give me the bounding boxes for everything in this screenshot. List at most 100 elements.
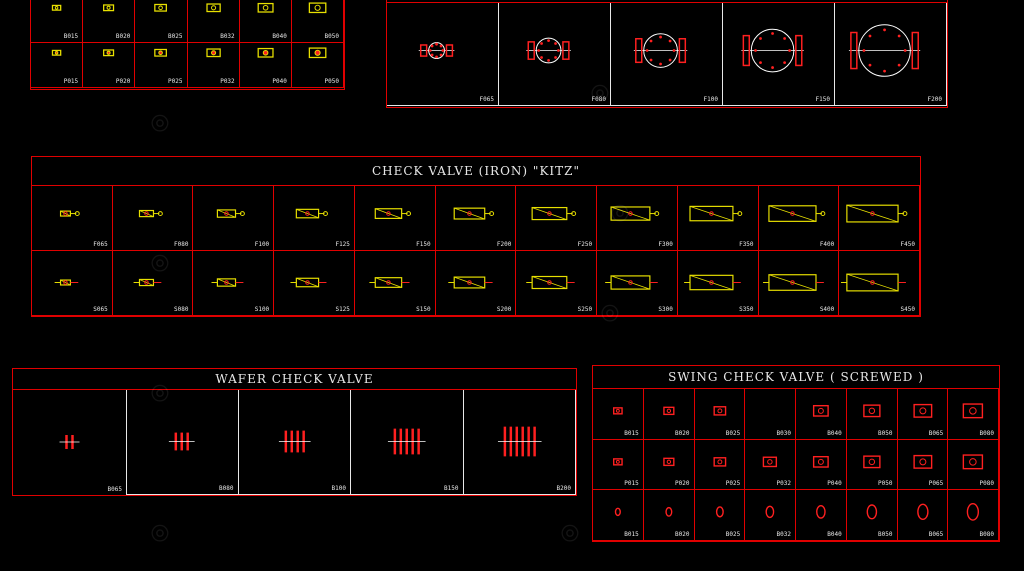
valve-size-label: B040 <box>827 531 842 538</box>
valve-size-label: B040 <box>827 429 842 437</box>
valve-symbol <box>138 209 163 218</box>
valve-symbol <box>605 275 658 290</box>
valve-size-label: S065 <box>93 306 108 313</box>
valve-size-label: B015 <box>63 33 79 40</box>
valve-cell: B050 <box>846 490 898 541</box>
valve-size-label: F200 <box>927 96 942 103</box>
valve-size-label: P032 <box>776 480 791 488</box>
valve-symbol <box>526 275 576 290</box>
valve-size-label: F400 <box>819 241 835 248</box>
valve-size-label: P050 <box>878 480 893 488</box>
valve-cell: B030 <box>745 389 796 440</box>
valve-cell: B050 <box>291 0 344 43</box>
valve-size-label: F065 <box>93 241 108 248</box>
valve-symbol <box>912 454 932 469</box>
valve-symbol <box>257 47 274 58</box>
valve-symbol <box>862 404 881 418</box>
valve-symbol <box>665 507 673 518</box>
valve-size-label: F080 <box>174 241 189 248</box>
valve-symbol <box>290 277 327 288</box>
valve-cell: P020 <box>83 43 136 88</box>
valve-size-label: B020 <box>675 429 690 437</box>
valve-cell: S065 <box>32 251 113 316</box>
valve-cell: B040 <box>796 490 847 541</box>
valve-symbol <box>613 407 623 415</box>
valve-symbol <box>133 278 162 287</box>
valve-size-label: B050 <box>878 429 893 437</box>
valve-symbol <box>308 47 327 59</box>
valve-size-label: P025 <box>168 78 183 85</box>
valve-symbol <box>662 406 675 416</box>
valve-cell: B100 <box>238 390 351 495</box>
valve-symbol <box>610 206 660 221</box>
valve-size-label: P080 <box>979 480 994 488</box>
valve-cell: B032 <box>745 490 796 541</box>
valve-cell: F150 <box>354 186 436 251</box>
valve-cell: P040 <box>239 43 292 88</box>
valve-symbol <box>278 430 311 453</box>
valve-cell: P050 <box>846 439 898 491</box>
valve-cell: B065 <box>897 490 949 541</box>
valve-cell: P080 <box>948 439 999 491</box>
valve-cell: S450 <box>839 251 920 316</box>
valve-size-label: P032 <box>220 78 235 85</box>
valve-cell: P025 <box>694 439 746 491</box>
valve-cell: F200 <box>835 3 947 106</box>
valve-symbol <box>712 406 726 416</box>
valve-cell: B015 <box>593 490 644 541</box>
valve-symbol <box>257 2 274 13</box>
valve-symbol <box>497 426 542 457</box>
valve-size-label: B015 <box>624 429 639 437</box>
valve-cell: F400 <box>758 186 840 251</box>
valve-size-label: F350 <box>739 241 754 248</box>
valve-symbol <box>205 3 221 13</box>
valve-cell: P032 <box>745 439 796 491</box>
valve-size-label: S400 <box>819 306 835 313</box>
valve-cell: B040 <box>796 389 847 440</box>
valve-symbol <box>841 273 907 292</box>
valve-cell: F100 <box>193 186 275 251</box>
valve-symbol <box>862 455 881 468</box>
valve-cell: B032 <box>187 0 240 43</box>
valve-size-label: F300 <box>658 241 673 248</box>
valve-size-label: P020 <box>675 480 690 488</box>
valve-size-label: B025 <box>725 429 741 437</box>
valve-symbol <box>59 210 80 217</box>
valve-symbol <box>453 207 494 220</box>
valve-symbol <box>205 48 221 58</box>
valve-size-label: P015 <box>63 78 79 85</box>
valve-size-label: S100 <box>254 306 270 313</box>
valve-size-label: S300 <box>658 306 673 313</box>
valve-cell: S125 <box>274 251 355 316</box>
valve-cell: F150 <box>723 3 835 106</box>
valve-size-label: B025 <box>725 531 741 538</box>
valve-symbol <box>816 505 826 520</box>
valve-size-label: B080 <box>979 531 994 538</box>
valve-symbol <box>526 37 571 64</box>
valve-size-label: B020 <box>675 531 690 538</box>
valve-symbol <box>59 435 80 449</box>
valve-symbol <box>762 274 824 291</box>
watermark: ◎ <box>145 516 175 549</box>
valve-symbol <box>689 205 743 222</box>
valve-symbol <box>369 277 410 288</box>
valve-symbol <box>154 48 168 57</box>
valve-cell: P050 <box>291 43 344 88</box>
valve-cell: S350 <box>677 251 759 316</box>
valve-size-label: S250 <box>577 306 593 313</box>
valve-symbol <box>418 42 455 59</box>
valve-symbol <box>866 504 877 520</box>
valve-cell: F450 <box>839 186 920 251</box>
check-valve-iron-title: CHECK VALVE (IRON) "KITZ" <box>32 157 920 186</box>
valve-cell: B040 <box>239 0 292 43</box>
watermark: ◎ <box>145 106 175 139</box>
valve-symbol <box>848 24 921 77</box>
valve-size-label: F200 <box>496 241 512 248</box>
valve-size-label: B065 <box>928 429 944 437</box>
valve-cell: B020 <box>83 0 136 43</box>
watermark: ◎ <box>555 516 585 549</box>
check-valve-iron-table: CHECK VALVE (IRON) "KITZ" F065 F080 F100 F1… <box>31 156 921 317</box>
